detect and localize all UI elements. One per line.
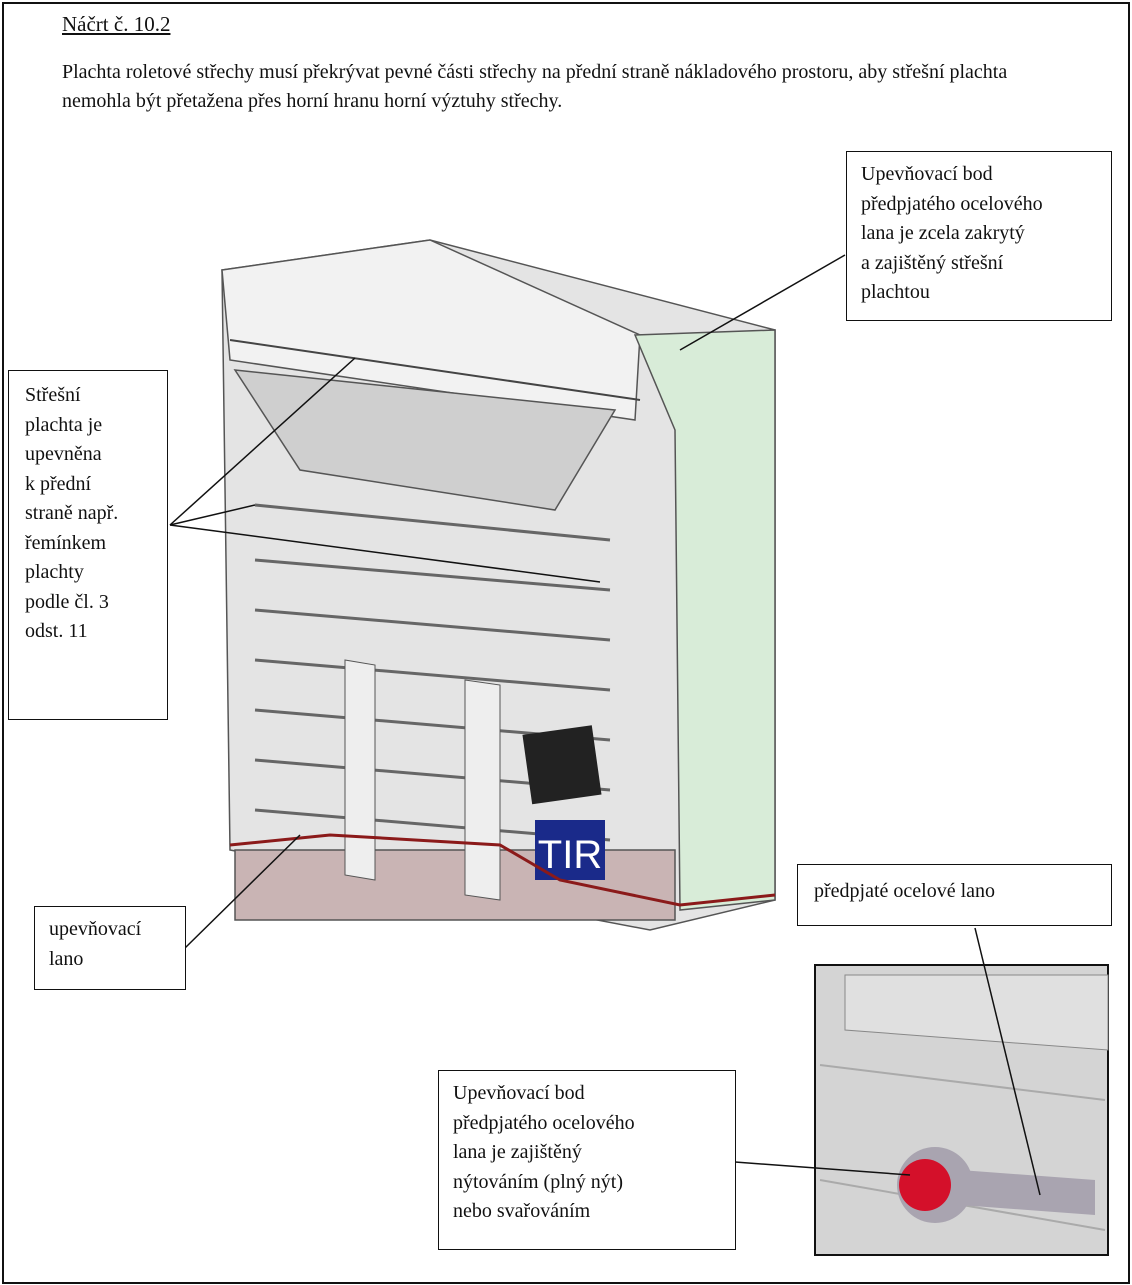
steel-rope bbox=[229, 339, 641, 401]
lamp bbox=[522, 725, 602, 805]
fixing-rope bbox=[229, 833, 776, 907]
tir-plate bbox=[535, 820, 605, 880]
leader-lines bbox=[169, 254, 1041, 1196]
tir-plate-label: TIR bbox=[538, 833, 602, 877]
intro-text: Plachta roletové střechy musí překrývat … bbox=[62, 61, 1008, 112]
roller-slats bbox=[254, 503, 611, 842]
detail-inset bbox=[814, 964, 1109, 1256]
callout-steel-rope: předpjaté ocelové lano bbox=[797, 864, 1112, 926]
callout-tarp-fastening: Střešní plachta je upevněna k přední str… bbox=[8, 370, 168, 720]
callout-fixing-rope: upevňovací lano bbox=[34, 906, 186, 990]
sketch-title: Náčrt č. 10.2 bbox=[62, 12, 171, 36]
callout-hidden-anchor: Upevňovací bod předpjatého ocelového lan… bbox=[846, 151, 1112, 321]
callout-riveted-anchor: Upevňovací bod předpjatého ocelového lan… bbox=[438, 1070, 736, 1250]
